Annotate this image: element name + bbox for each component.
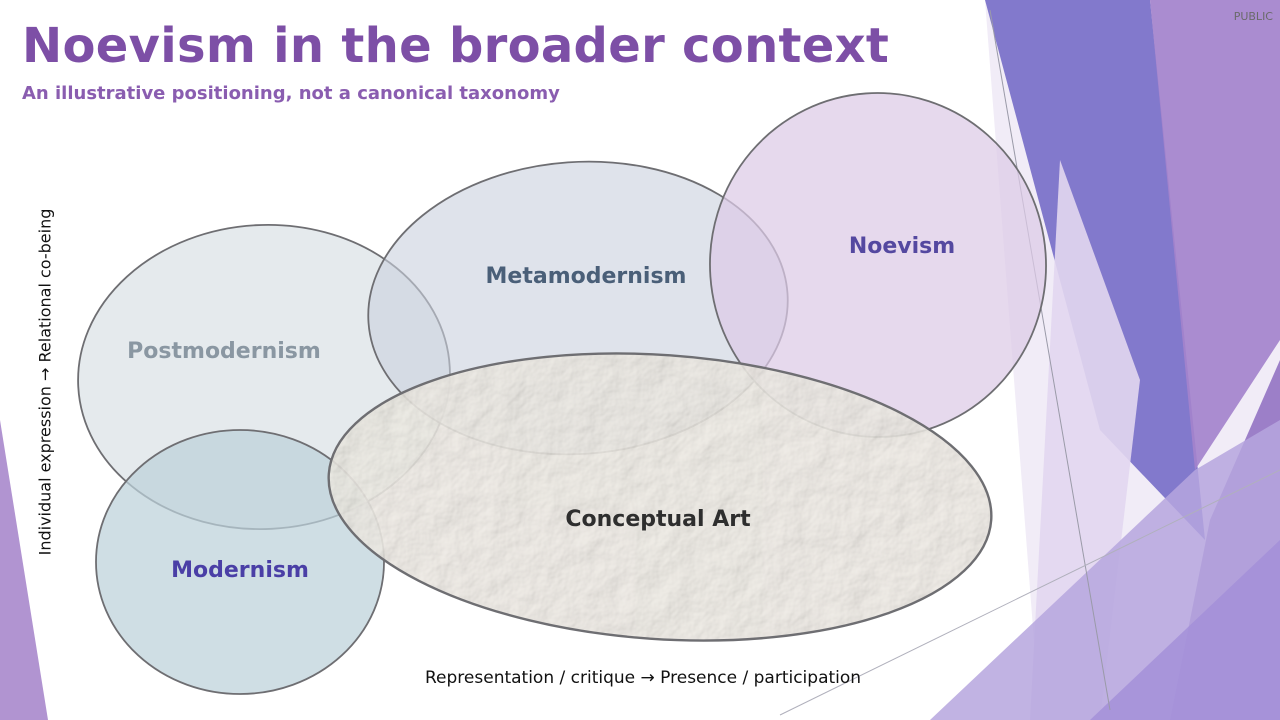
- x-axis-label: Representation / critique → Presence / p…: [425, 668, 862, 688]
- decor-line: [989, 9, 1111, 711]
- modernism-label: Modernism: [171, 558, 309, 583]
- decor-shape-left: [0, 420, 48, 720]
- metamodernism-label: Metamodernism: [486, 264, 687, 289]
- decor-line: [779, 469, 1280, 716]
- noevism-label: Noevism: [849, 234, 955, 259]
- page-title: Noevism in the broader context: [22, 18, 890, 74]
- modernism-circle: [95, 429, 385, 695]
- decor-shape: [1090, 540, 1280, 720]
- y-axis-label: Individual expression → Relational co-be…: [35, 208, 55, 556]
- decorative-shapes: [779, 0, 1280, 720]
- postmodernism-label: Postmodernism: [127, 339, 321, 364]
- classification-tag: PUBLIC: [1233, 10, 1273, 23]
- conceptual-art-label: Conceptual Art: [565, 507, 751, 532]
- decor-shape: [1150, 0, 1280, 470]
- page-subtitle: An illustrative positioning, not a canon…: [22, 83, 560, 104]
